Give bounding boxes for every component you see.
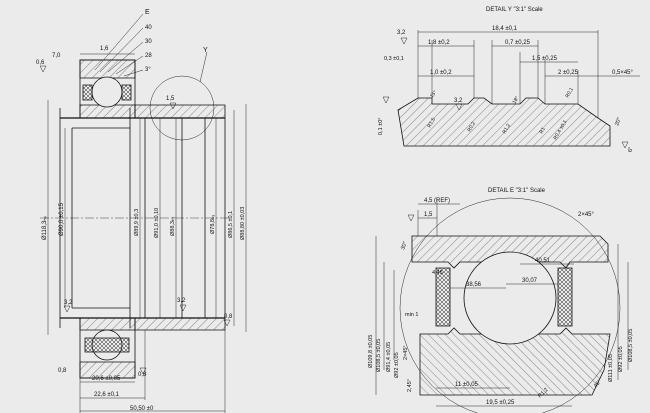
leader-label-40: 40 xyxy=(145,25,152,31)
detail-e-dia-5: Ø92 ±0,05 xyxy=(618,346,624,372)
detail-y-dim-0-1: 0,1 ±0° xyxy=(378,118,384,135)
detail-e-dim-2x45: 2×45° xyxy=(578,212,595,218)
detail-e-dim-40-51: 40,51 xyxy=(535,258,551,264)
detail-e-dim-19-5: 19,5 ±0,25 xyxy=(486,400,515,406)
detail-e-dia-2: Ø108,5 ±0,05 xyxy=(376,339,382,372)
detail-y-dim-1-0: 1,0 ±0,2 xyxy=(430,70,452,76)
detail-y-dim-0-7: 0,7 ±0,25 xyxy=(505,40,531,46)
leader-label-28: 28 xyxy=(145,53,152,59)
detail-y-callout-label: Y xyxy=(203,47,208,54)
detail-e-dim-30-07: 30,07 xyxy=(522,278,538,284)
detail-e-left-seal xyxy=(435,267,451,327)
detail-e-dia-1: Ø109,8 ±0,05 xyxy=(368,335,374,368)
detail-e: DETAIL E "3:1" Scale 4,5 (REF) 1,5 2×45°… xyxy=(368,188,634,413)
dim-dia-outer: Ø118,3ₕ₉ xyxy=(42,215,48,240)
detail-e-dim-4-5: 4,5 (REF) xyxy=(424,198,450,204)
diameter-dims: Ø118,3ₕ₉ Ø90,0 ±0,15 Ø89,9 ±0,3 Ø91,0 ±0… xyxy=(42,100,247,335)
detail-e-dim-1-5: 1,5 xyxy=(424,212,433,218)
dim-0-8-b2: 0,8 xyxy=(138,372,147,378)
dim-width-22-6: 22,6 ±0,1 xyxy=(94,392,120,398)
detail-y-callout-circle xyxy=(149,75,215,141)
left-section-view: Y E 40 30 28 3° 7,0 0,6 1,6 1,5 3,2 3,2 … xyxy=(36,9,247,413)
detail-y-extension-lines xyxy=(417,30,599,118)
dim-dia-e: Ø86,5 ±0,1 xyxy=(228,211,234,238)
dim-dia-b: Ø91,0 ±0,10 xyxy=(154,208,160,238)
detail-e-ang-45: 45° xyxy=(593,379,603,389)
detail-e-title: DETAIL E "3:1" Scale xyxy=(488,188,546,194)
dim-0-8-top: 0,8 xyxy=(224,314,233,320)
detail-y-r-1-5: R1,5 xyxy=(427,117,438,129)
detail-y-dim-3-2b: 3,2 xyxy=(454,98,463,104)
top-leaders: E 40 30 28 3° xyxy=(94,9,152,77)
detail-y-dim-1-5: 1,5 ±0,25 xyxy=(532,56,558,62)
detail-e-ball xyxy=(463,251,557,345)
dim-width-50-5: 50,50 ±0 xyxy=(130,406,154,412)
detail-y-dim-chamfer: 0,5×45° xyxy=(612,70,634,76)
dim-1-5: 1,5 xyxy=(166,96,175,102)
bottom-width-dims: 20,6 ±0,05 22,6 ±0,1 50,50 ±0 xyxy=(79,330,226,413)
detail-e-dim-2-45: 2,45° xyxy=(407,379,413,392)
leader-label-30: 30 xyxy=(145,39,152,45)
bottom-bearing-section xyxy=(79,317,226,379)
detail-e-ang-30: 30° xyxy=(400,241,408,251)
detail-y-ang-6: 6° xyxy=(628,147,634,152)
detail-y-r-1: R1 xyxy=(539,126,548,135)
detail-y-dim-3-2: 3,2 xyxy=(397,30,406,36)
dim-0-8-bottom: 0,8 xyxy=(58,368,67,374)
detail-e-dim-4-45: 4,45 xyxy=(432,270,443,276)
detail-e-dim-2x45b: 2×45° xyxy=(403,345,409,360)
detail-e-dim-min-1: min 1 xyxy=(405,312,418,318)
detail-e-dia-7: Ø108,5 ±0,05 xyxy=(628,329,634,362)
dim-dia-f: Ø88,80 ±0,03 xyxy=(240,207,246,240)
detail-y-dim-18-4: 18,4 ±0,1 xyxy=(492,26,518,32)
detail-e-right-seal xyxy=(557,267,573,327)
detail-y-ang-18: 18° xyxy=(512,95,521,105)
detail-y-profile xyxy=(397,97,611,147)
detail-y-r-0-2: R0,2 xyxy=(467,121,478,133)
dim-dia-a: Ø89,9 ±0,3 xyxy=(134,209,140,236)
detail-y-dim-0-3: 0,3 ±0,1 xyxy=(384,56,404,62)
detail-y-r-1-2: R1,2 xyxy=(502,123,513,135)
detail-y-ang-15: 15° xyxy=(429,90,438,100)
detail-y-dim-2: 2 ±0,25 xyxy=(558,70,579,76)
dim-dia-c: Ø88,3ₕ₉ xyxy=(170,217,176,236)
detail-e-dia-4: Ø92 ±0,05 xyxy=(394,352,400,378)
top-bearing-section xyxy=(79,59,226,119)
dim-7-0: 7,0 xyxy=(52,53,61,59)
dim-dia-inner: Ø90,0 ±0,15 xyxy=(59,202,65,236)
detail-e-dia-6: Ø111 ±0,05 xyxy=(608,354,614,382)
detail-y-dim-1-8: 1,8 ±0,2 xyxy=(428,40,450,46)
dim-1-6: 1,6 xyxy=(100,46,109,52)
dim-3-2-top: 3,2 xyxy=(177,298,186,304)
detail-y-ang-20: 20° xyxy=(614,117,622,127)
detail-e-dim-38-56: 38,56 xyxy=(466,282,482,288)
detail-e-dia-3: Ø91,4 ±0,05 xyxy=(386,342,392,372)
leader-label-3deg: 3° xyxy=(145,67,151,73)
dim-0-6: 0,6 xyxy=(36,60,45,66)
dim-width-20-6: 20,6 ±0,05 xyxy=(92,376,121,382)
detail-y: DETAIL Y "3:1" Scale 18,4 ±0,1 1,8 ±0,2 … xyxy=(378,7,640,152)
leader-label-e: E xyxy=(145,9,150,16)
detail-e-dim-11: 11 ±0,05 xyxy=(455,382,479,388)
detail-y-r-0-1: R0,1 xyxy=(565,87,576,99)
dim-3-2-bottom: 3,2 xyxy=(64,300,73,306)
detail-e-boundary-circle xyxy=(399,197,621,413)
detail-y-title: DETAIL Y "3:1" Scale xyxy=(486,7,543,13)
dim-dia-d: Ø78,8ₕ₉ xyxy=(210,215,216,234)
